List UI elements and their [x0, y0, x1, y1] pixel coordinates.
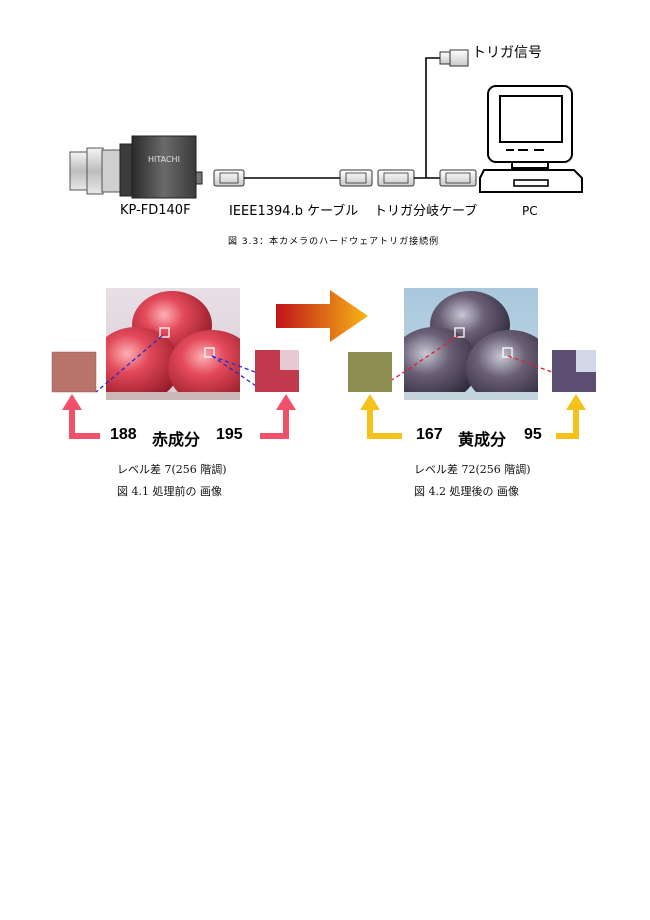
yellow-arrow-right-icon [556, 394, 586, 439]
red-left-value: 188 [110, 426, 137, 443]
red-right-value: 195 [216, 426, 243, 443]
processed-apple-image [404, 288, 538, 400]
cable-connector-icon [213, 169, 245, 187]
red-component-label: 赤成分 [152, 432, 201, 449]
level-diff-original: レベル差 7(256 階調) [117, 463, 227, 476]
camera-brand: HITACHI [148, 155, 180, 164]
yellow-arrow-left-icon [360, 394, 402, 439]
yellow-right-value: 95 [524, 426, 542, 443]
cable-connector-icon [377, 169, 415, 187]
pc-label: PC [522, 204, 538, 218]
camera-icon [69, 135, 203, 199]
transform-arrow-icon [276, 290, 368, 342]
branch-cable-label: トリガ分岐ケーブ [374, 204, 478, 219]
pc-icon [479, 85, 583, 193]
trigger-connector-icon [439, 49, 469, 67]
level-diff-processed: レベル差 72(256 階調) [414, 463, 531, 476]
red-arrow-left-icon [62, 394, 100, 439]
figure-4-2-caption: 図 4.2 処理後の 画像 [414, 485, 519, 498]
yellow-left-value: 167 [416, 426, 443, 443]
left-swatch-processed [348, 352, 392, 392]
apple-comparison [51, 288, 596, 439]
original-apple-image [106, 288, 240, 400]
left-swatch-original [52, 352, 96, 392]
figure-3-3-caption: 図 3.3：本カメラのハードウェアトリガ接続例 [228, 237, 440, 247]
trigger-signal-label: トリガ信号 [472, 45, 542, 61]
connection-diagram: HITACHI [69, 49, 583, 199]
cable-connector-icon [339, 169, 373, 187]
red-arrow-right-icon [260, 394, 296, 439]
figure-4-1-caption: 図 4.1 処理前の 画像 [117, 485, 222, 498]
cable-connector-icon [439, 169, 477, 187]
cable-label: IEEE1394.b ケーブル [229, 204, 359, 219]
camera-model-label: KP-FD140F [120, 203, 191, 218]
yellow-component-label: 黄成分 [458, 432, 507, 449]
